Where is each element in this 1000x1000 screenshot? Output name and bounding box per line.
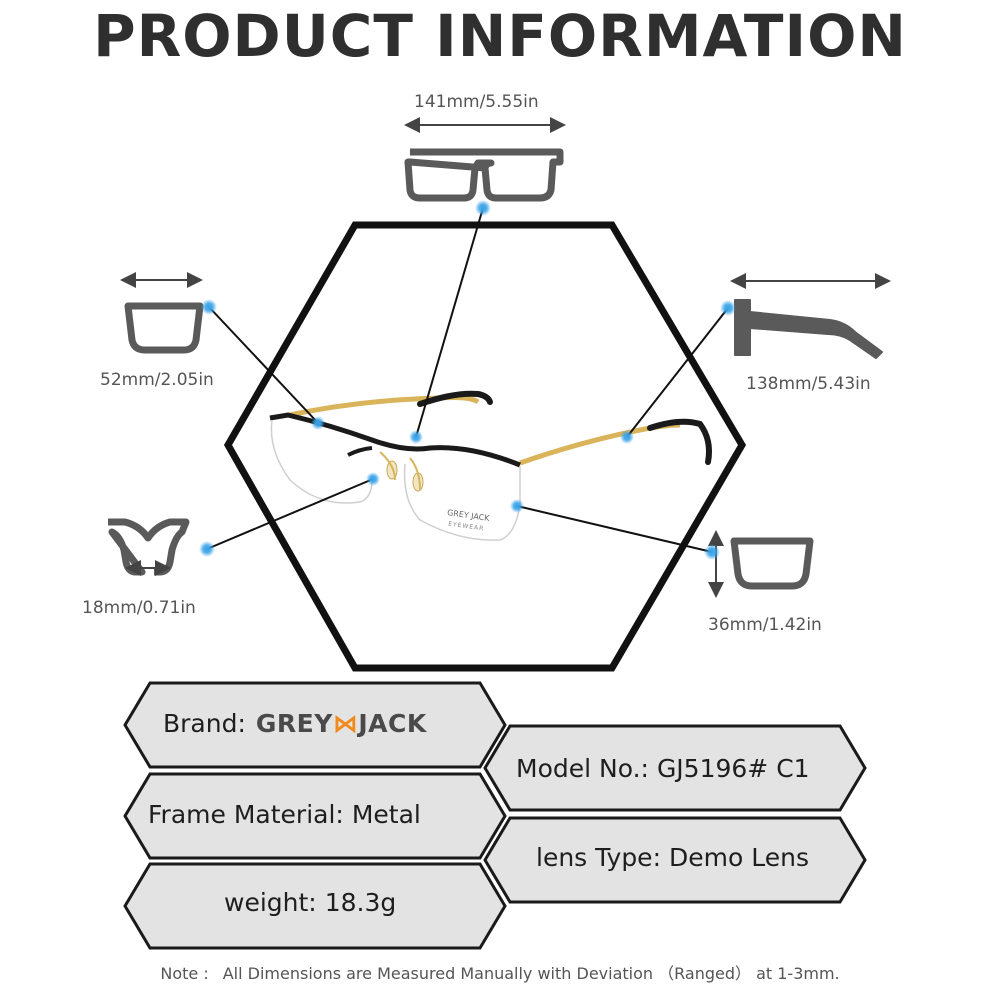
frame-width-icon [404, 117, 566, 202]
weight-label: weight: [224, 888, 317, 917]
brand-label: Brand: [163, 709, 246, 738]
bridge-width-icon [108, 518, 190, 576]
model-row: Model No.:GJ5196# C1 [516, 754, 810, 783]
lens-row: lens Type: Demo Lens [536, 843, 809, 872]
frame-width-label: 141mm/5.55in [414, 92, 539, 112]
leader-lines [206, 207, 729, 553]
point-frame-width [475, 200, 491, 216]
lens-height-icon [708, 530, 814, 598]
brand-logo: GREY⋈JACK [256, 709, 427, 738]
weight-row: weight:18.3g [224, 888, 396, 917]
lens-value: Demo Lens [669, 843, 809, 872]
spec-banners [123, 681, 867, 950]
temple-length-icon [730, 273, 891, 359]
point-lens-width [201, 299, 217, 315]
banner-model [483, 724, 867, 812]
material-row: Frame Material:Metal [148, 800, 421, 829]
brand-logo-mark-icon: ⋈ [332, 709, 359, 738]
brand-row: Brand: GREY⋈JACK [163, 709, 427, 738]
brand-logo-left: GREY [255, 709, 333, 738]
lens-height-label: 36mm/1.42in [708, 615, 822, 635]
point-lens-height [704, 544, 720, 560]
note-text: All Dimensions are Measured Manually wit… [222, 964, 840, 983]
hexagon-frame [223, 221, 747, 672]
bridge-width-label: 18mm/0.71in [82, 598, 196, 618]
banner-material [123, 772, 507, 860]
note-label: Note : [160, 964, 209, 983]
lens-label: lens Type: [536, 843, 661, 872]
point-temple [720, 300, 736, 316]
page-title: PRODUCT INFORMATION [93, 2, 907, 70]
glasses-image: GREY JACK EYEWEAR [269, 390, 712, 541]
lens-width-label: 52mm/2.05in [100, 370, 214, 390]
material-label: Frame Material: [148, 800, 344, 829]
material-value: Metal [351, 800, 421, 829]
lens-width-icon [120, 272, 204, 354]
point-bridge [199, 541, 215, 557]
brand-logo-right: JACK [358, 709, 427, 738]
model-label: Model No.: [516, 754, 649, 783]
lens-imprint-sub: EYEWEAR [448, 521, 485, 533]
temple-length-label: 138mm/5.43in [746, 374, 871, 394]
measurement-points [199, 200, 736, 560]
footnote: Note : All Dimensions are Measured Manual… [0, 960, 1000, 984]
weight-value: 18.3g [324, 888, 397, 917]
banner-weight [123, 862, 507, 950]
banner-brand [123, 681, 507, 769]
model-value: GJ5196# C1 [656, 754, 810, 783]
banner-lens [483, 816, 867, 904]
